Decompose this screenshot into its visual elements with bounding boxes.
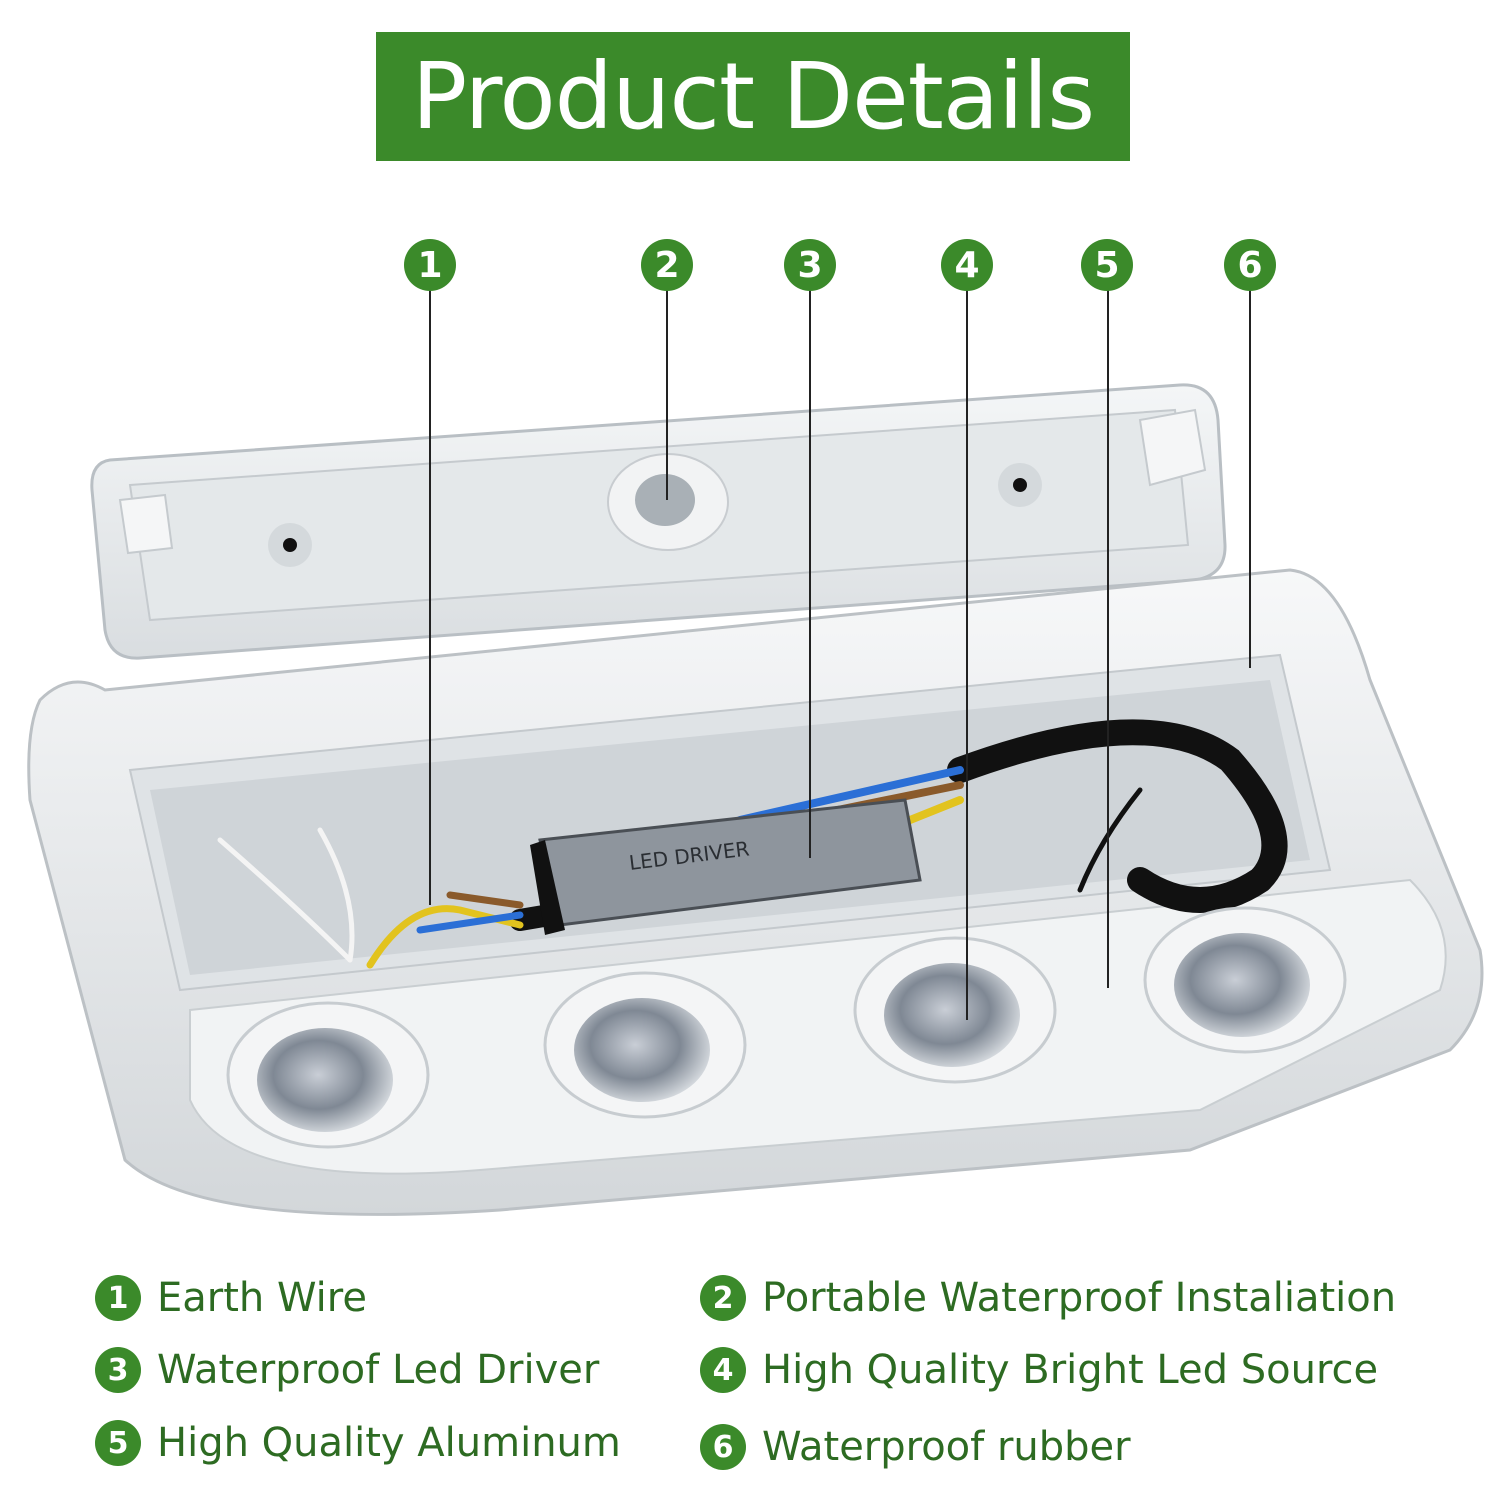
callout-3: 3 (784, 239, 836, 291)
legend-number: 1 (95, 1275, 141, 1321)
mounting-plate (90, 383, 1227, 660)
page-title: Product Details (411, 43, 1096, 150)
legend-number: 4 (700, 1347, 746, 1393)
legend-item-led-source: 4 High Quality Bright Led Source (700, 1347, 1378, 1393)
legend-number: 2 (700, 1275, 746, 1321)
callout-4: 4 (941, 239, 993, 291)
callout-2: 2 (641, 239, 693, 291)
led-lens (853, 936, 1057, 1084)
legend-label: Earth Wire (157, 1275, 367, 1321)
led-lens (543, 971, 747, 1119)
legend-label: Waterproof Led Driver (157, 1347, 600, 1393)
legend-item-rubber: 6 Waterproof rubber (700, 1424, 1131, 1470)
callout-1: 1 (404, 239, 456, 291)
led-lenses (226, 906, 1347, 1149)
callout-6: 6 (1224, 239, 1276, 291)
led-lens (1143, 906, 1347, 1054)
led-driver: LED DRIVER (530, 798, 922, 935)
callout-5: 5 (1081, 239, 1133, 291)
legend-label: High Quality Bright Led Source (762, 1347, 1379, 1393)
legend-number: 6 (700, 1424, 746, 1470)
legend-item-portable-installation: 2 Portable Waterproof Instaliation (700, 1275, 1396, 1321)
legend-item-aluminum: 5 High Quality Aluminum (95, 1420, 621, 1466)
title-banner: Product Details (376, 32, 1130, 161)
legend-label: High Quality Aluminum (157, 1420, 621, 1466)
legend-label: Waterproof rubber (762, 1424, 1131, 1470)
legend-number: 3 (95, 1347, 141, 1393)
leader-lines (429, 290, 1251, 1020)
legend-item-earth-wire: 1 Earth Wire (95, 1275, 367, 1321)
product-photo: LED DRIVER (27, 290, 1484, 1216)
legend-number: 5 (95, 1420, 141, 1466)
legend-label: Portable Waterproof Instaliation (762, 1275, 1397, 1321)
led-lens (226, 1001, 430, 1149)
legend-item-led-driver: 3 Waterproof Led Driver (95, 1347, 599, 1393)
